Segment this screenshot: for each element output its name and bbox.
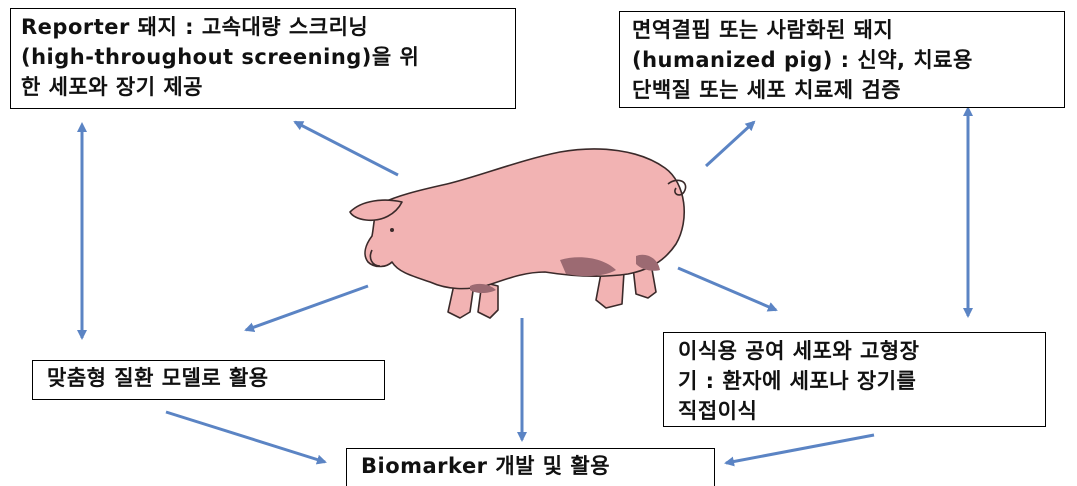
reporter-line-3: 한 세포와 장기 제공 — [21, 73, 505, 103]
arrow-pig-to-reporter — [295, 122, 398, 175]
reporter-line-2: (high-throughout screening)을 위 — [21, 43, 505, 73]
arrow-transplant-to-biomarker — [726, 435, 874, 463]
arrow-pig-to-transplant — [678, 268, 776, 310]
reporter-pig-box: Reporter 돼지 : 고속대량 스크리닝 (high-throughout… — [10, 8, 516, 109]
biomarker-box: Biomarker 개발 및 활용 — [346, 448, 715, 486]
disease-model-label: 맞춤형 질환 모델로 활용 — [47, 364, 370, 394]
pig-body — [365, 149, 684, 289]
arrow-pig-to-disease — [246, 286, 368, 330]
transplant-line-1: 이식용 공여 세포와 고형장 — [678, 337, 1031, 367]
arrow-disease-to-biomarker — [166, 412, 325, 462]
biomarker-label: Biomarker 개발 및 활용 — [361, 452, 700, 482]
disease-model-box: 맞춤형 질환 모델로 활용 — [32, 360, 385, 400]
reporter-line-1: Reporter 돼지 : 고속대량 스크리닝 — [21, 13, 505, 43]
pig-eye — [390, 228, 394, 232]
transplant-line-3: 직접이식 — [678, 397, 1031, 427]
pig-icon — [350, 149, 686, 318]
arrow-pig-to-humanized — [706, 122, 754, 166]
humanized-line-2: (humanized pig) : 신약, 치료용 — [632, 46, 1052, 76]
transplant-box: 이식용 공여 세포와 고형장 기 : 환자에 세포나 장기를 직접이식 — [663, 332, 1046, 427]
humanized-pig-box: 면역결핍 또는 사람화된 돼지 (humanized pig) : 신약, 치료… — [619, 11, 1065, 108]
humanized-line-3: 단백질 또는 세포 치료제 검증 — [632, 76, 1052, 106]
humanized-line-1: 면역결핍 또는 사람화된 돼지 — [632, 16, 1052, 46]
transplant-line-2: 기 : 환자에 세포나 장기를 — [678, 367, 1031, 397]
